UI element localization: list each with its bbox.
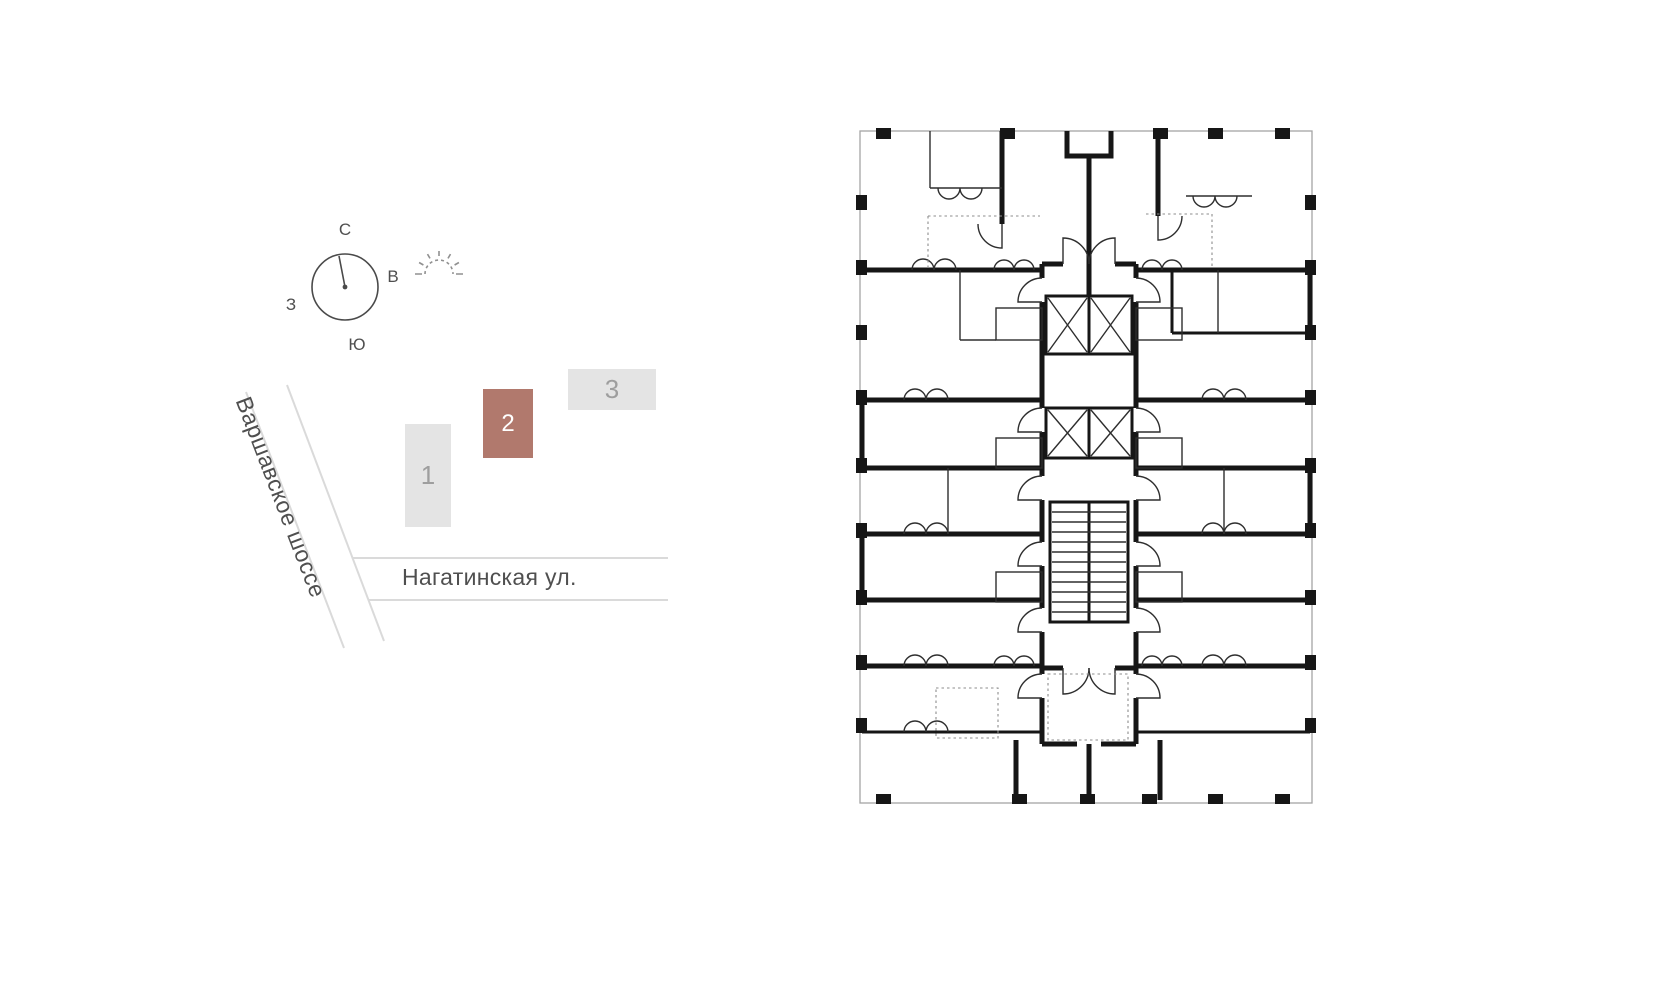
building-1[interactable]: 1 <box>405 424 451 527</box>
plan-doors <box>977 215 1183 699</box>
building-3[interactable]: 3 <box>568 369 656 410</box>
compass-south-label: Ю <box>348 335 366 354</box>
compass-north-label: С <box>338 220 352 239</box>
street-label-nagatinskaya: Нагатинская ул. <box>402 564 577 590</box>
plan-dotted-zones <box>927 213 1213 741</box>
plan-elevators <box>1044 294 1134 460</box>
floor-plan <box>856 128 1316 804</box>
plan-bay-arcs <box>903 187 1247 733</box>
roads-map <box>245 384 668 649</box>
building-1-label: 1 <box>420 460 436 490</box>
plan-stairs <box>1048 500 1130 624</box>
compass-west-label: З <box>285 295 297 314</box>
plan-partitions <box>929 131 1252 603</box>
compass-icon <box>311 253 379 321</box>
compass: С В З Ю <box>270 218 420 368</box>
plan-walls <box>859 131 1313 800</box>
building-3-label: 3 <box>604 374 620 404</box>
compass-east-label: В <box>387 267 399 286</box>
building-2[interactable]: 2 <box>483 389 533 458</box>
building-2-label: 2 <box>501 409 515 437</box>
sun-icon <box>415 251 463 275</box>
